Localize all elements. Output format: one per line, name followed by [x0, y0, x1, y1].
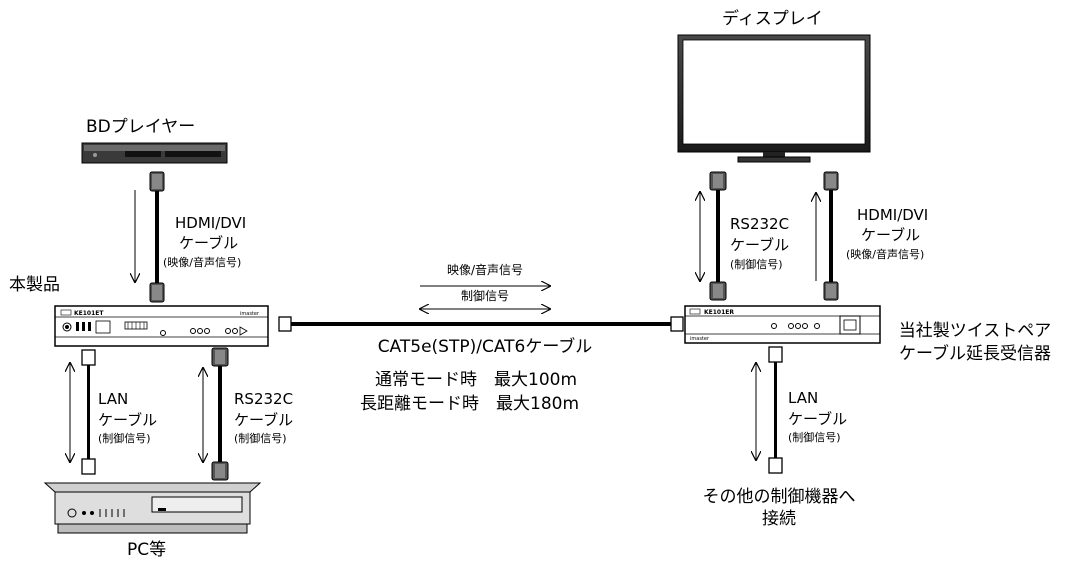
hdmi-left-type: ケーブル	[179, 234, 239, 252]
pc-label: PC等	[127, 540, 167, 560]
hdmi-right-signal: (映像/音声信号)	[846, 248, 925, 261]
rs232-left-type: ケーブル	[234, 411, 294, 429]
lan-cable-left	[81, 349, 96, 475]
transmitter-device: KE101ET imaster	[54, 305, 269, 347]
rs232-left-signal: (制御信号)	[234, 432, 287, 445]
rs232-right-name: RS232C	[730, 215, 790, 233]
hdmi-right-type: ケーブル	[861, 226, 921, 244]
this-product-label: 本製品	[9, 275, 60, 295]
lan-left-type: ケーブル	[98, 411, 158, 429]
hdmi-cable-right	[823, 171, 839, 301]
lan-right-type: ケーブル	[788, 410, 848, 428]
rs232-cable-left	[211, 347, 229, 481]
hdmi-cable-left	[149, 171, 165, 303]
hdmi-left-name: HDMI/DVI	[175, 214, 247, 232]
control-signal-label: 制御信号	[460, 289, 509, 303]
tx-model-text: KE101ET	[74, 310, 104, 317]
normal-mode-label: 通常モード時 最大100m	[375, 370, 578, 390]
receiver-label: 当社製ツイストペア ケーブル延長受信器	[898, 321, 1052, 365]
rs232-cable-right	[709, 171, 727, 301]
rs232-right-signal: (制御信号)	[730, 258, 783, 271]
lan-left-name: LAN	[98, 390, 129, 408]
rs232-left-name: RS232C	[234, 390, 294, 408]
cat-cable	[278, 316, 684, 332]
pc-device	[43, 482, 262, 534]
receiver-device: KE101ER imaster	[684, 305, 881, 344]
display-device	[677, 34, 871, 163]
rx-model-text: KE101ER	[704, 309, 734, 316]
rs232-right-type: ケーブル	[730, 236, 790, 254]
display-label: ディスプレイ	[722, 9, 823, 29]
rx-brand-text: imaster	[690, 336, 710, 342]
av-signal-label: 映像/音声信号	[446, 263, 524, 277]
lan-right-name: LAN	[788, 389, 819, 407]
cat-cable-label: CAT5e(STP)/CAT6ケーブル	[377, 337, 593, 357]
hdmi-right-name: HDMI/DVI	[857, 206, 929, 224]
lan-left-signal: (制御信号)	[98, 432, 151, 445]
other-devices-label: その他の制御機器へ 接続	[702, 487, 856, 529]
tx-brand-text: imaster	[240, 311, 260, 317]
bd-player-label: BDプレイヤー	[86, 117, 196, 137]
long-mode-label: 長距離モード時 最大180m	[360, 394, 580, 414]
hdmi-left-signal: (映像/音声信号)	[163, 256, 242, 269]
lan-right-signal: (制御信号)	[788, 431, 841, 444]
lan-cable-right	[768, 346, 783, 474]
bd-player-device	[81, 142, 228, 164]
